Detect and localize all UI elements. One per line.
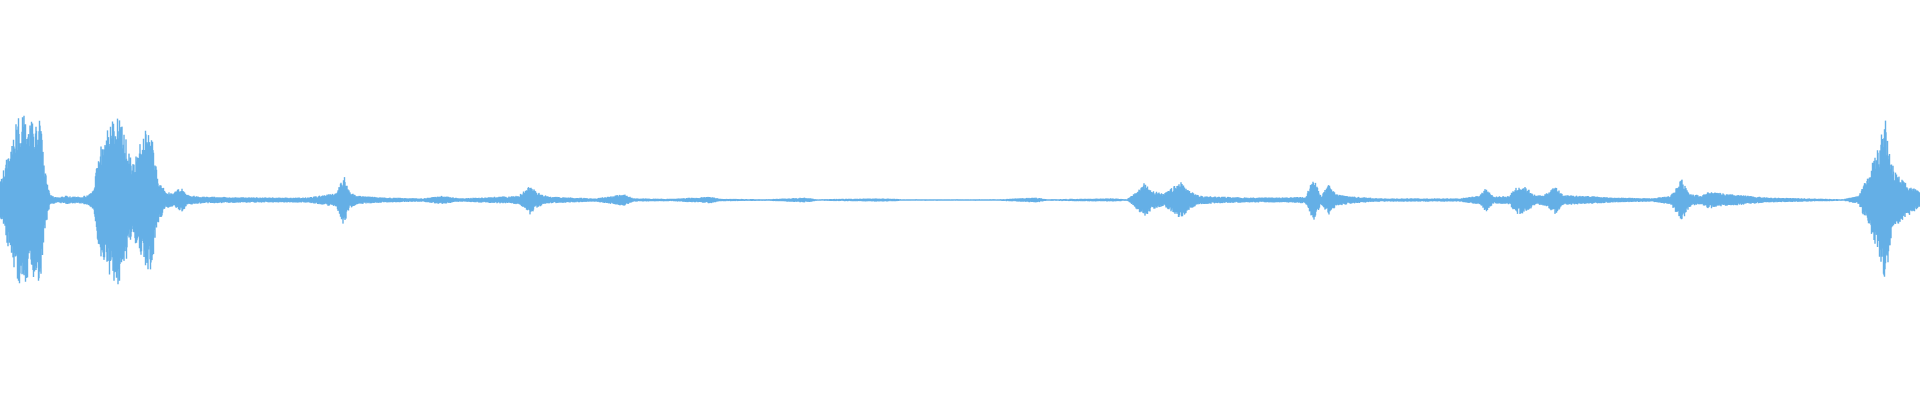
waveform-trace [0,115,1920,285]
